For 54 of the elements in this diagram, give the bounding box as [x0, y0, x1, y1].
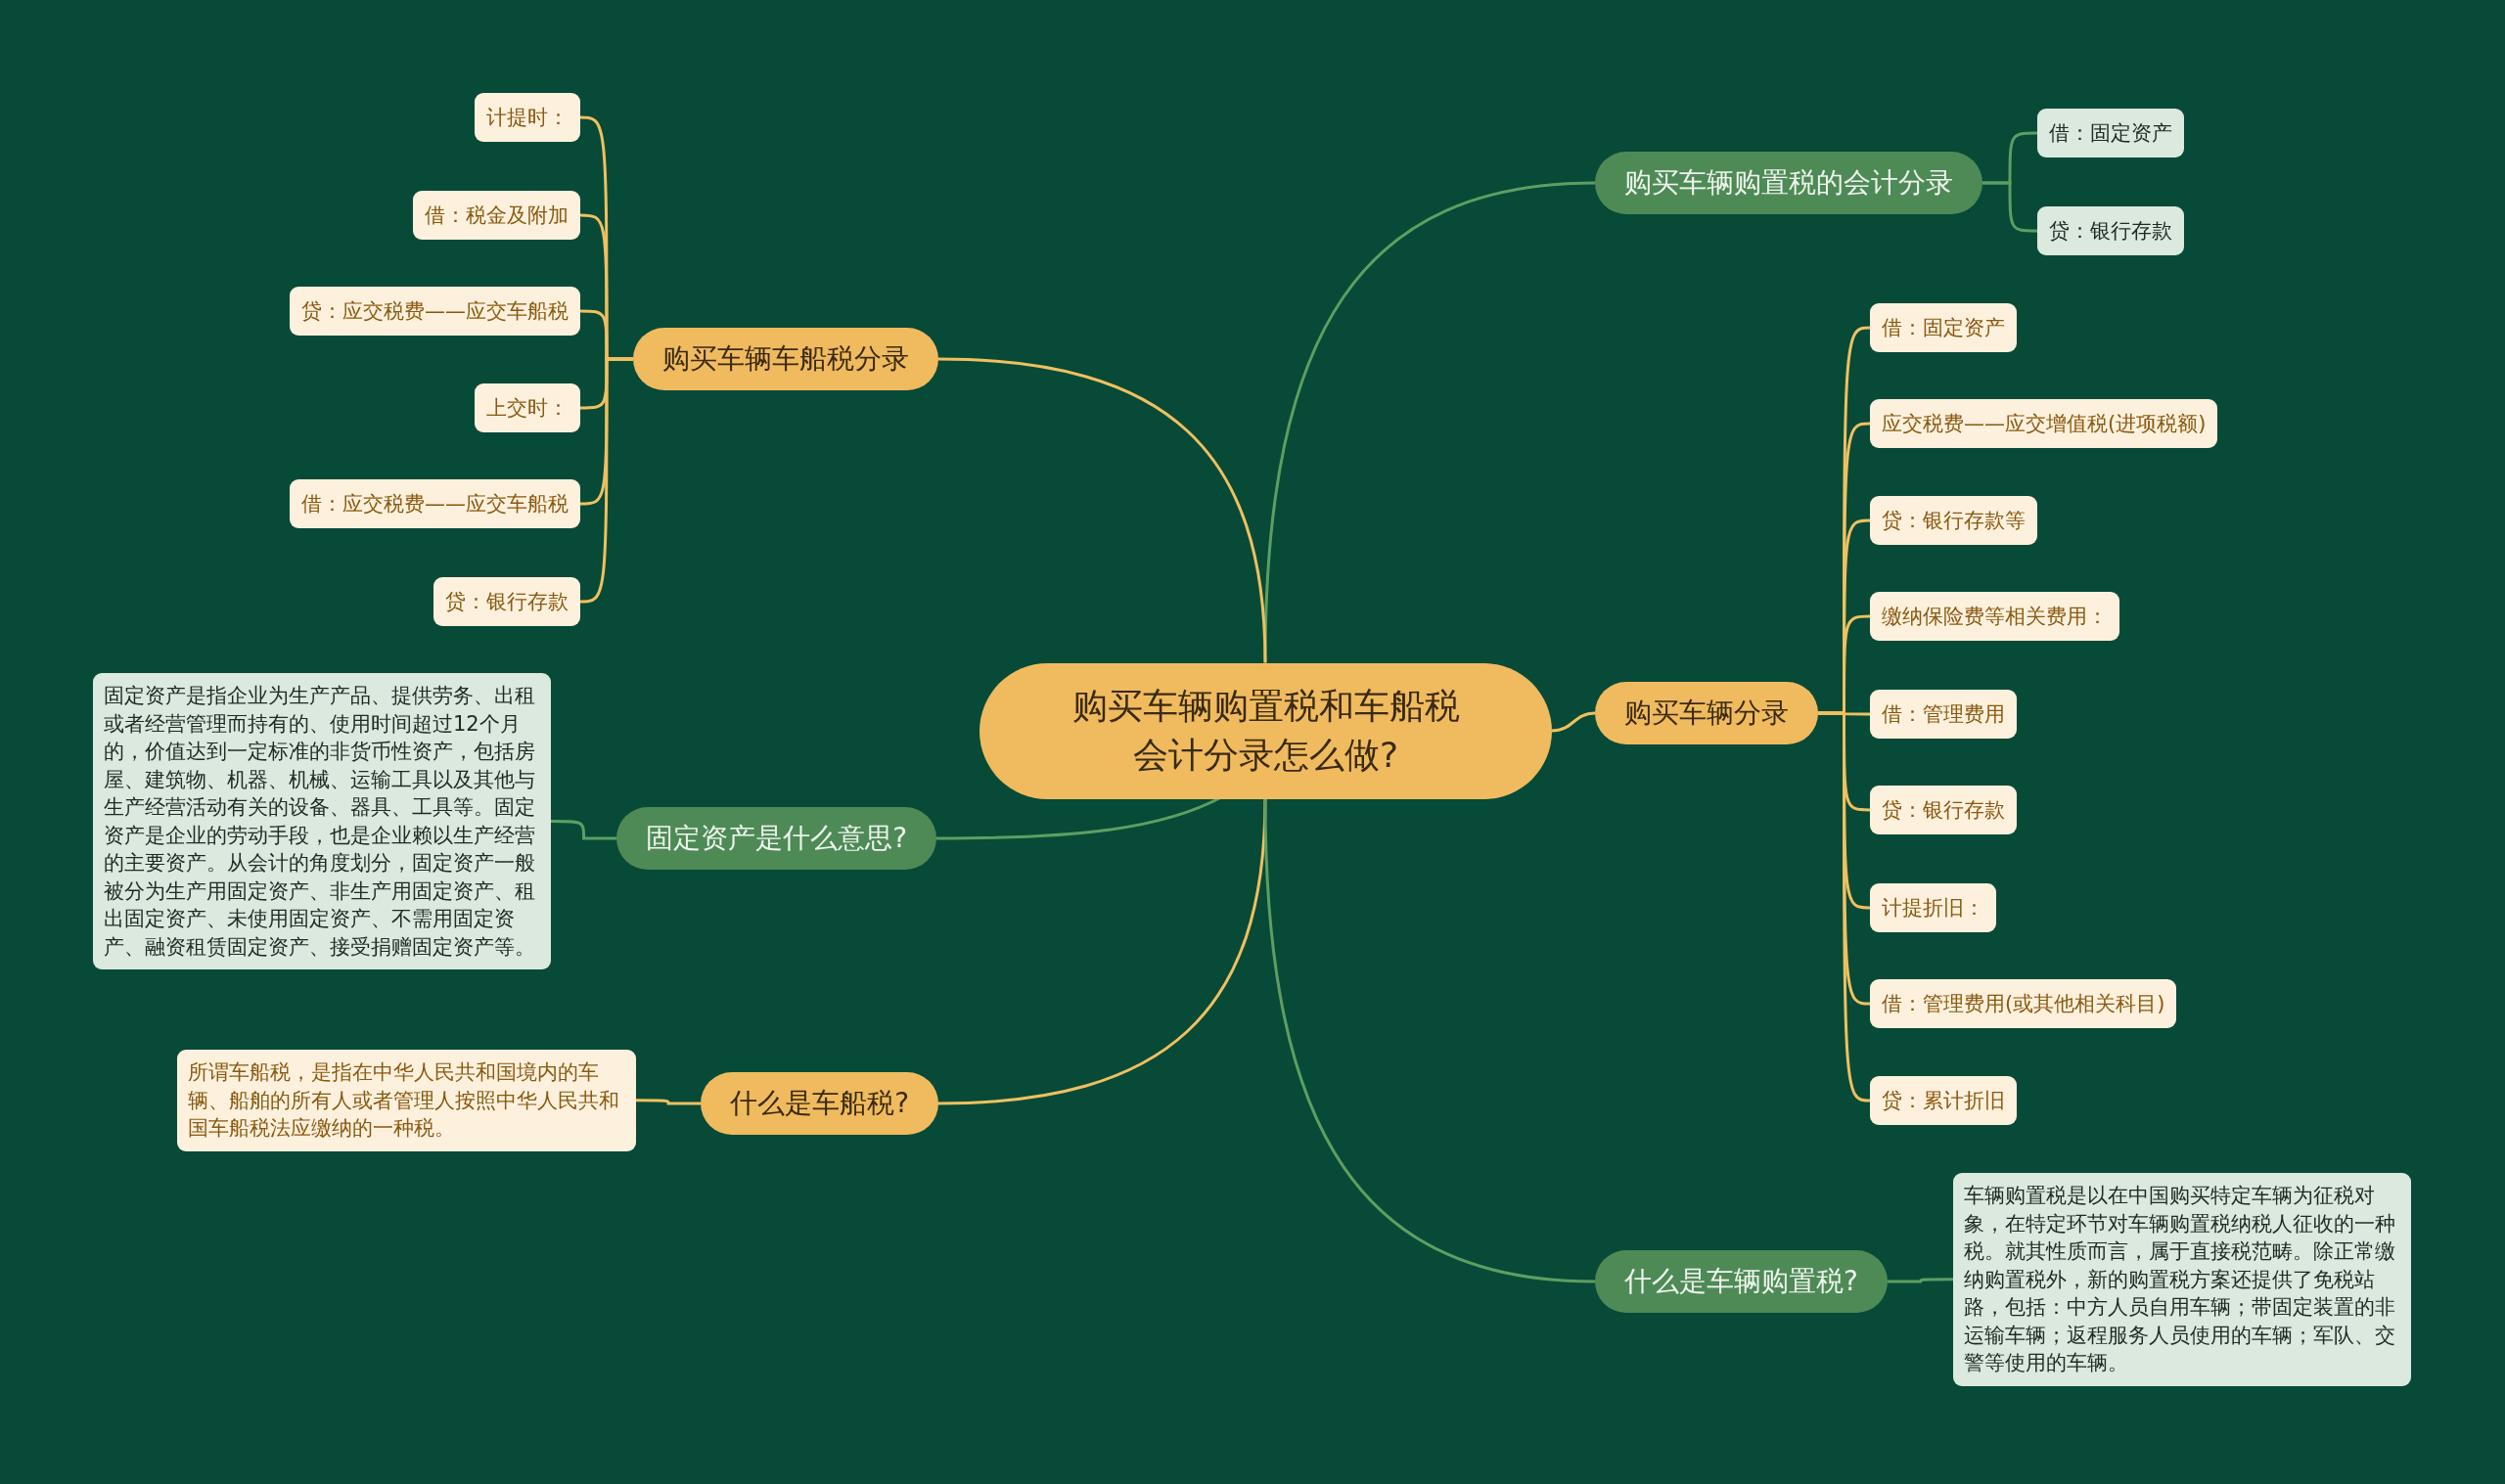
entry-card — [1870, 303, 2017, 352]
entry-text: 计提时： — [486, 105, 569, 131]
entry-card — [1870, 786, 2017, 834]
entry-text: 计提折旧： — [1882, 895, 1984, 922]
entry-text: 借：固定资产 — [2049, 120, 2172, 147]
topic-title: 购买车辆购置税和车船税会计分录怎么做? — [1070, 685, 1461, 777]
entry-text: 缴纳保险费等相关费用： — [1882, 604, 2108, 630]
topic-label: 购买车辆购置税的会计分录 — [1624, 165, 1953, 201]
entry-text: 贷：银行存款 — [1882, 797, 2005, 824]
entry-card — [1870, 496, 2037, 545]
entry-text: 贷：银行存款 — [2049, 218, 2172, 245]
entry-card — [2037, 109, 2184, 157]
connector-line — [1887, 1278, 1953, 1283]
entry-card — [290, 287, 580, 336]
connector-line — [551, 820, 617, 840]
topic-label: 固定资产是什么意思? — [646, 821, 907, 856]
connector-line — [1263, 181, 1596, 663]
note-text: 所谓车船税，是指在中华人民共和国境内的车辆、船舶的所有人或者管理人按照中华人民共和国车船税法应缴纳的一种税。 — [188, 1059, 620, 1142]
entry-text: 借：管理费用 — [1882, 701, 2005, 728]
entry-card — [1870, 592, 2119, 641]
entry-text: 应交税费——应交增值税(进项税额) — [1882, 411, 2207, 437]
entry-text: 借：应交税费——应交车船税 — [301, 491, 569, 517]
entry-text: 借：固定资产 — [1882, 315, 2005, 341]
note-text: 车辆购置税是以在中国购买特定车辆为征税对象，在特定环节对车辆购置税纳税人征收的一种税。就其性质而言，属于直接税范畴。除正常缴纳购置税外，新的购置税方案还提供了免税站路，包括：中方人员自用车辆；带固定装置的非运输车辆；返程服务人员使用的车辆；军队、交警等使用的车辆。 — [1964, 1183, 2396, 1376]
entry-card — [290, 479, 580, 528]
entry-text: 借：管理费用(或其他相关科目) — [1882, 991, 2165, 1017]
entry-text: 上交时： — [486, 395, 569, 422]
note-text: 固定资产是指企业为生产产品、提供劳务、出租或者经营管理而持有的、使用时间超过12个月的，价值达到一定标准的非货币性资产，包括房屋、建筑物、机器、机械、运输工具以及其他与生产经营活动有关的设备、器具、工具等。固定资产是企业的劳动手段，也是企业赖以生产经营的主要资产。从会计的角度划分，固定资产一般被分为生产用固定资产、非生产用固定资产、租出固定资产、未使用固定资产、不需用固定资产、融资租赁固定资产、接受捐赠固定资产等。 — [104, 683, 536, 961]
entry-card — [1870, 883, 1996, 932]
note-card — [177, 1050, 636, 1151]
entry-text: 贷：累计折旧 — [1882, 1088, 2005, 1114]
entry-text: 贷：银行存款 — [445, 589, 569, 615]
entry-text: 贷：银行存款等 — [1882, 508, 2026, 534]
topic-label: 什么是车船税? — [730, 1086, 909, 1121]
entry-card — [2037, 206, 2184, 255]
entry-text: 借：税金及附加 — [425, 202, 569, 229]
topic-label: 购买车辆分录 — [1624, 696, 1789, 731]
topic-label: 什么是车辆购置税? — [1624, 1264, 1858, 1299]
connector-line — [636, 1099, 702, 1105]
entry-card — [413, 191, 580, 240]
topic-label: 购买车辆车船税分录 — [662, 341, 909, 377]
entry-card — [433, 577, 580, 626]
connector-line — [1551, 711, 1596, 733]
entry-card — [475, 383, 580, 432]
connector-line — [937, 798, 1267, 1105]
entry-card — [475, 93, 580, 142]
entry-card — [1870, 1076, 2017, 1125]
connector-line — [1818, 711, 1871, 1102]
entry-card — [1870, 690, 2017, 739]
connector-line — [1263, 798, 1596, 1283]
entry-card — [1870, 979, 2177, 1028]
connector-line — [937, 357, 1267, 663]
entry-text: 贷：应交税费——应交车船税 — [301, 298, 569, 325]
entry-card — [1870, 399, 2218, 448]
